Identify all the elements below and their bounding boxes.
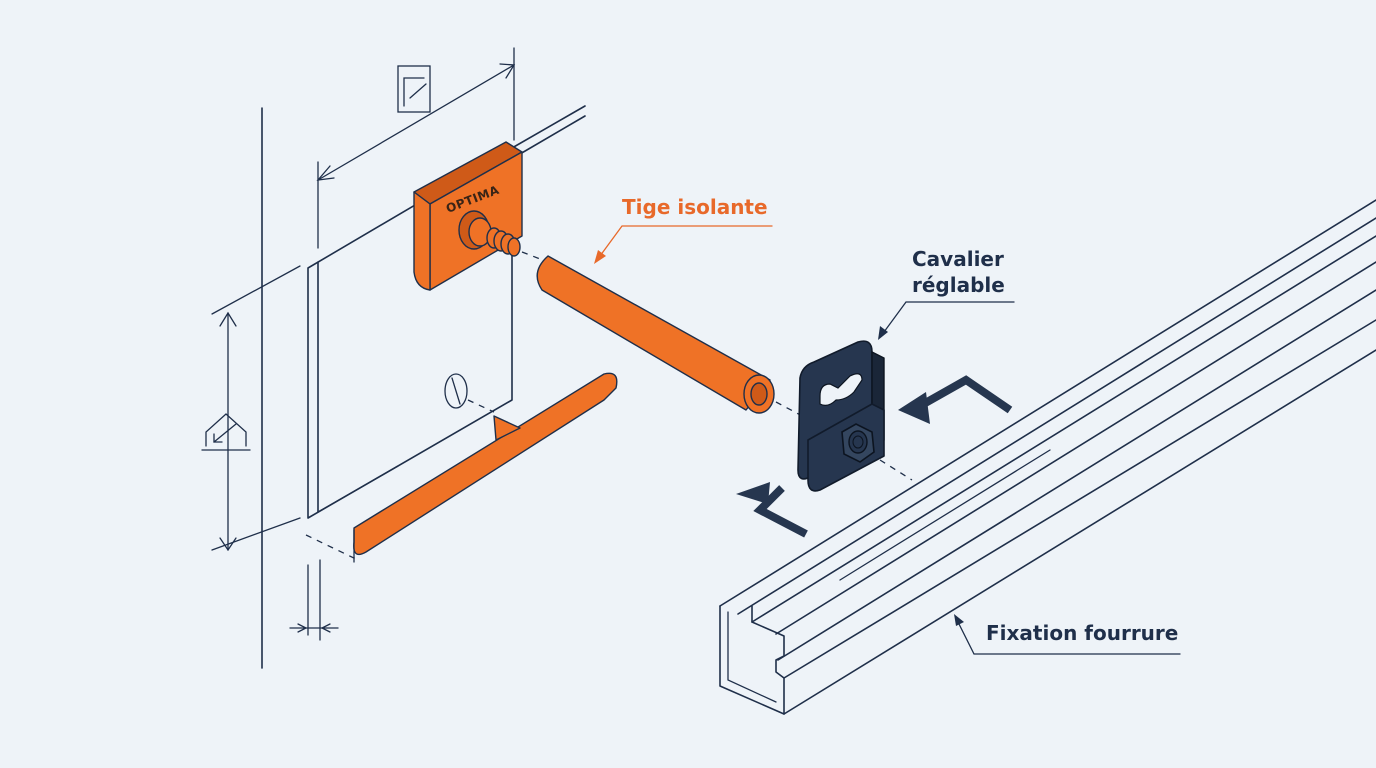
- side-dimension-line: [211, 265, 301, 552]
- tige-label: Tige isolante: [622, 195, 768, 219]
- optima-bracket: OPTIMA: [413, 141, 549, 291]
- threaded-stud: [486, 227, 521, 257]
- adjustable-clip: [797, 340, 913, 492]
- top-dimension-line: [316, 47, 516, 249]
- arrow-right-icon: [898, 375, 1013, 424]
- label-cavalier-reglable: Cavalier réglable: [878, 247, 1015, 340]
- cavalier-label-line1: Cavalier: [912, 247, 1004, 271]
- furring-channel: [719, 199, 1376, 715]
- square-frame-icon: [397, 65, 431, 113]
- cavalier-label-line2: réglable: [912, 273, 1005, 297]
- insulating-rod: [536, 255, 807, 419]
- fixation-label: Fixation fourrure: [986, 621, 1178, 645]
- label-tige-isolante: Tige isolante: [594, 195, 773, 264]
- ellipse-hole-icon: [444, 373, 495, 413]
- arrow-left-icon: [736, 482, 808, 538]
- house-icon: [201, 413, 251, 451]
- label-fixation-fourrure: Fixation fourrure: [954, 614, 1181, 655]
- thickness-dimension: [289, 534, 359, 641]
- insulation-strip: [353, 372, 618, 563]
